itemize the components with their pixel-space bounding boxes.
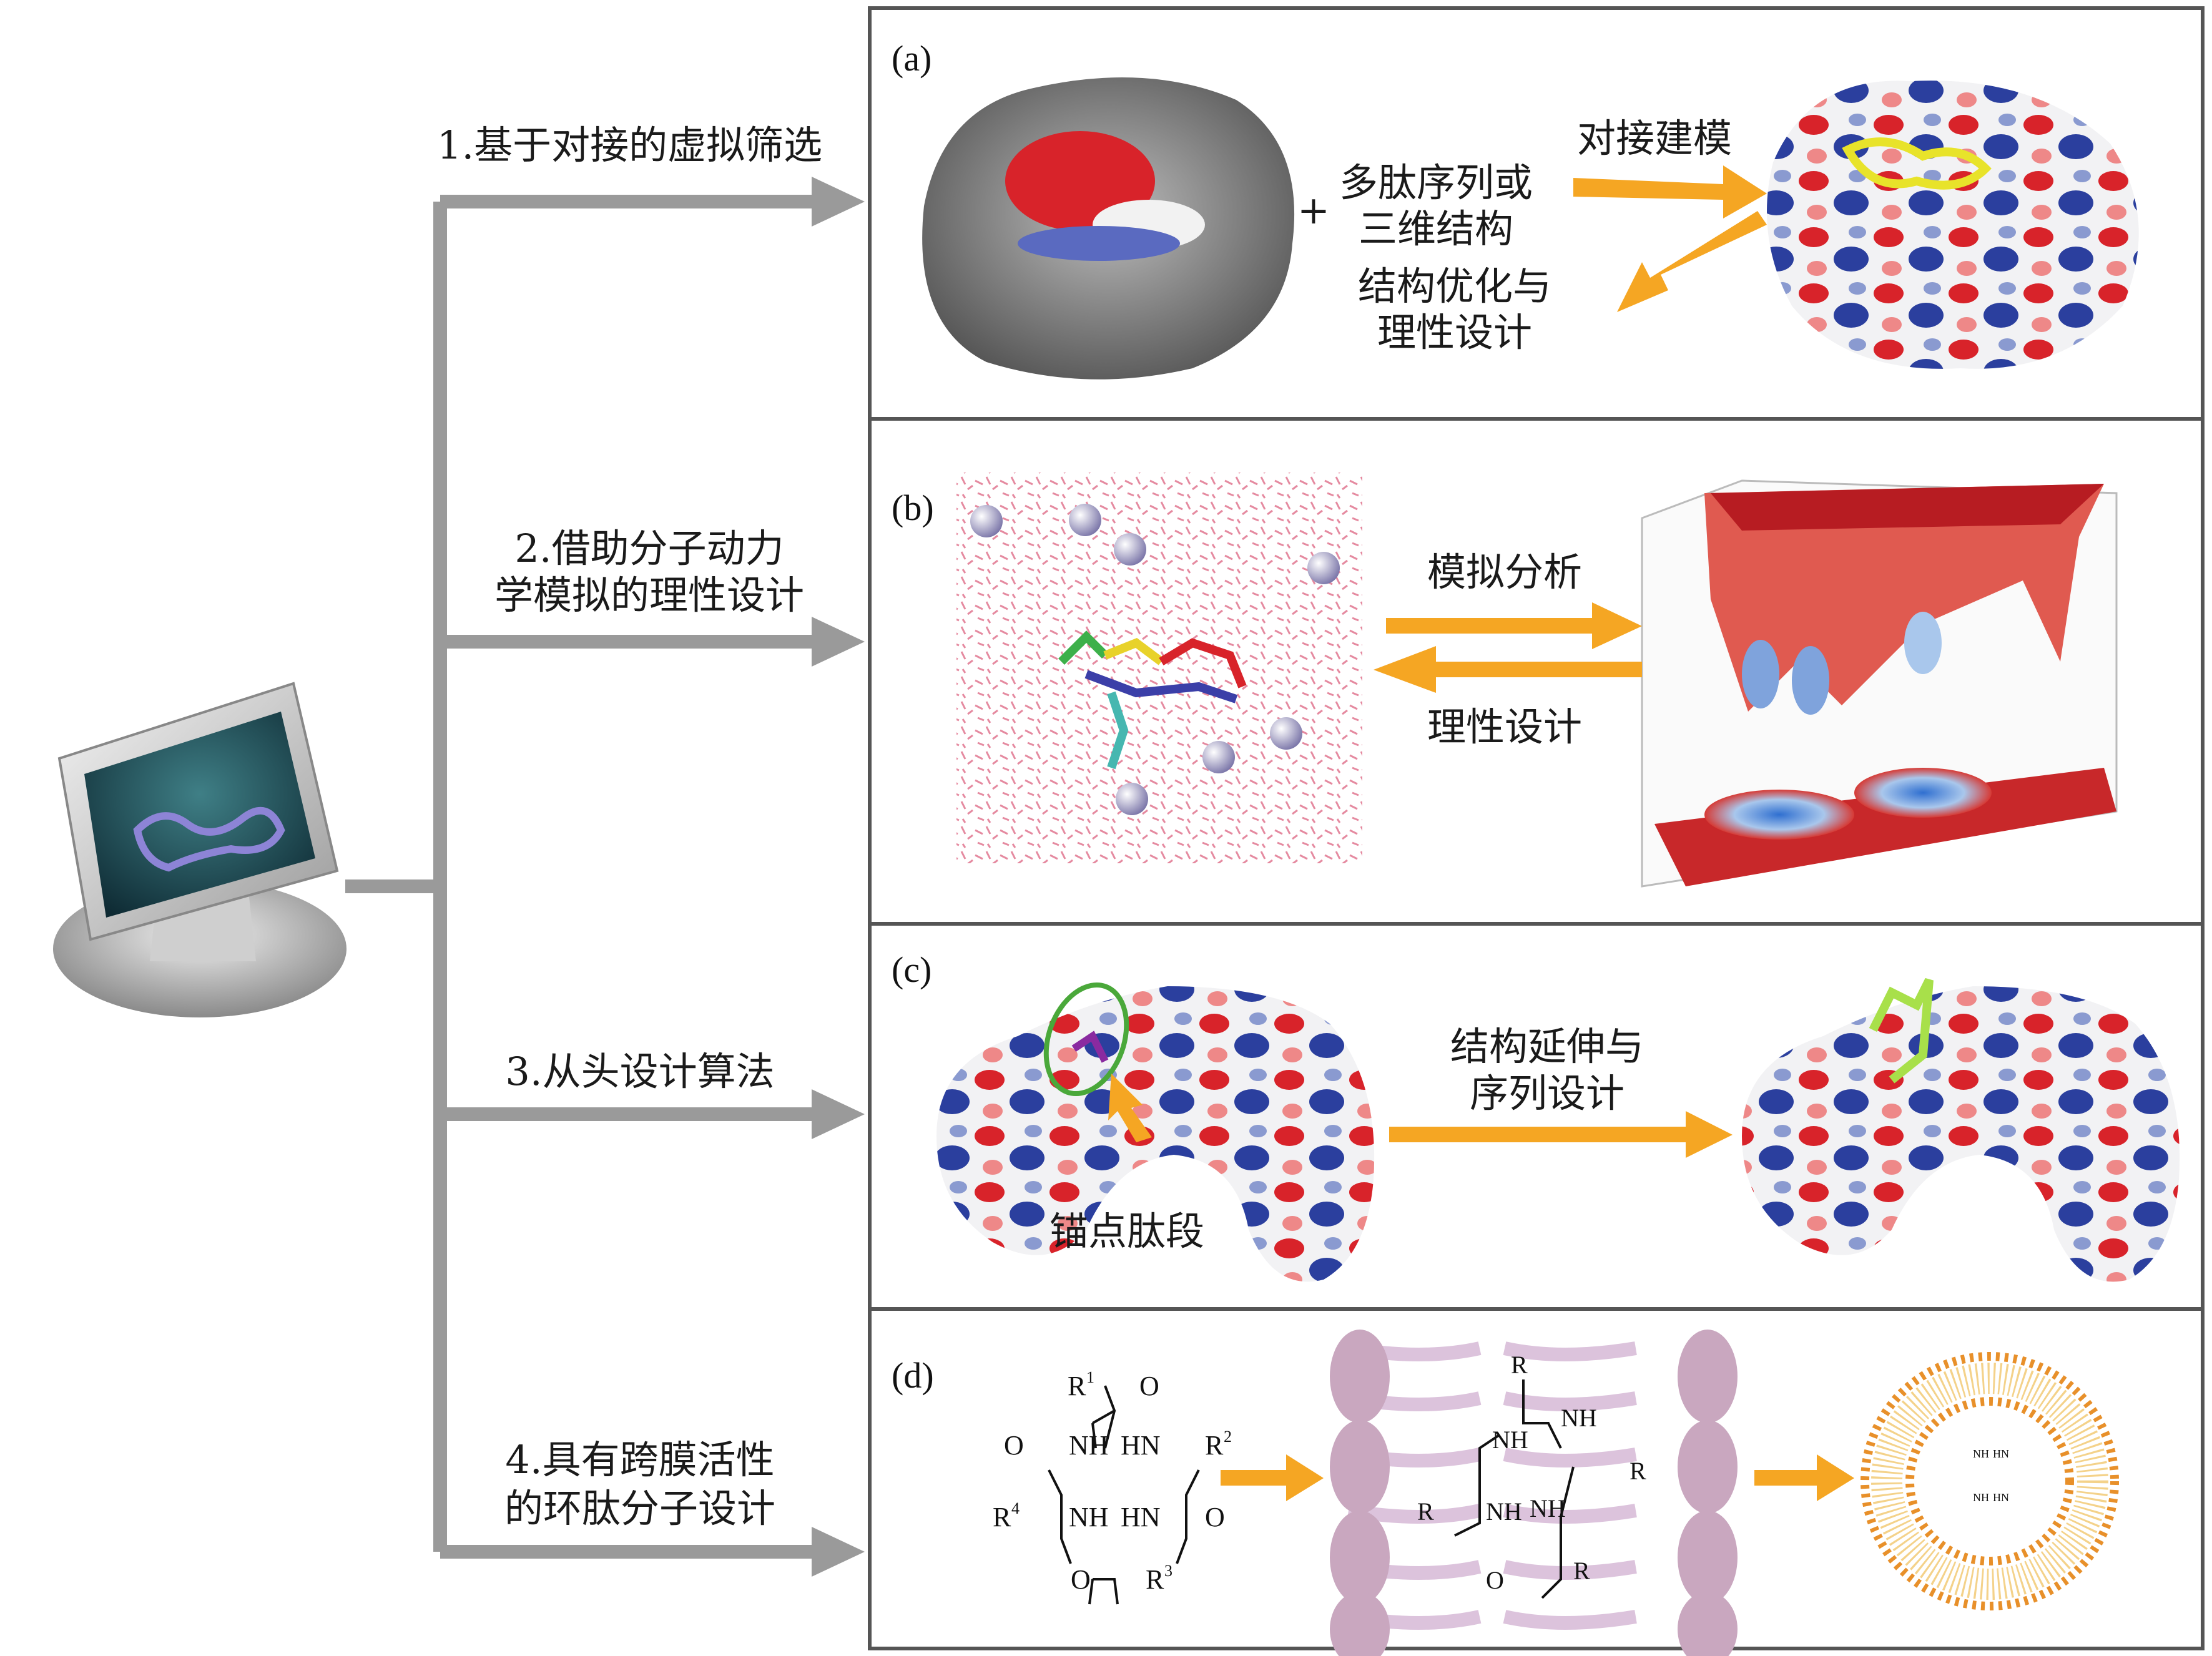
- panel-c-tag: (c): [892, 949, 932, 990]
- peptide-sticks: [1058, 630, 1247, 770]
- lipid-bilayer: R NH NH R R NH NH O R: [1330, 1330, 1738, 1656]
- plus-sign: +: [1297, 187, 1330, 233]
- branch-label-md-line1: 2.借助分子动力: [514, 526, 784, 571]
- computer-monitor-icon: [53, 682, 347, 1017]
- hn-label: HN: [1993, 1448, 2009, 1460]
- nh-label: NH: [1492, 1426, 1528, 1454]
- input-label-line1: 多肽序列或: [1339, 160, 1533, 205]
- hn-label: HN: [1993, 1491, 2009, 1504]
- r2-label: R: [1205, 1430, 1224, 1461]
- optimization-label-line2: 理性设计: [1377, 310, 1533, 355]
- anchor-pointer-arrow: [1108, 1074, 1152, 1142]
- r1-label: R: [1511, 1351, 1528, 1379]
- nh-label: NH: [1530, 1494, 1566, 1522]
- r1-label: R: [1068, 1371, 1086, 1401]
- r4-sup: 4: [1011, 1499, 1020, 1517]
- r4-label: R: [993, 1502, 1011, 1532]
- o-label: O: [1486, 1566, 1504, 1594]
- o-label: O: [1205, 1502, 1225, 1532]
- panel-a-tag: (a): [892, 38, 932, 79]
- branch-label-docking: 1.基于对接的虚拟筛选: [437, 122, 823, 168]
- branch-connectors: [345, 195, 818, 1559]
- panel-frames: [868, 6, 2205, 1650]
- optimization-label-line1: 结构优化与: [1357, 263, 1552, 309]
- nh-label: NH: [1069, 1430, 1109, 1461]
- o-label: O: [1071, 1564, 1091, 1595]
- liposome-vesicle: NH HN NH HN: [1861, 1352, 2119, 1610]
- input-label-line2: 三维结构: [1358, 206, 1514, 252]
- r2-sup: 2: [1224, 1428, 1232, 1446]
- r4-label: R: [1417, 1497, 1434, 1526]
- r3-label: R: [1146, 1564, 1164, 1595]
- rational-design-label: 理性设计: [1427, 704, 1583, 750]
- branch-label-cyclic-line1: 4.具有跨膜活性: [505, 1437, 775, 1482]
- hn-label: HN: [1121, 1430, 1161, 1461]
- nh-label: NH: [1973, 1491, 1989, 1504]
- nh-label: NH: [1069, 1502, 1109, 1532]
- o-label: O: [1004, 1430, 1024, 1461]
- panel-a-arrows: [1573, 165, 1767, 312]
- panel-a-receptor-surface: [922, 77, 1295, 380]
- branch-label-denovo: 3.从头设计算法: [505, 1049, 775, 1094]
- o-label: O: [1139, 1371, 1159, 1401]
- r1-sup: 1: [1086, 1368, 1094, 1386]
- ions: [970, 504, 1340, 815]
- cyclic-peptide-structure: [1048, 1385, 1200, 1605]
- anchor-peptide-label: 锚点肽段: [1049, 1208, 1205, 1254]
- cyclic-peptide-labels: R 1 O O NH HN R 2 R 4 NH HN O O R 3: [993, 1368, 1232, 1595]
- docking-modeling-label: 对接建模: [1576, 115, 1733, 161]
- panel-a-complex-surface: [1767, 81, 2139, 369]
- r2-label: R: [1630, 1457, 1646, 1485]
- nh-label: NH: [1486, 1497, 1522, 1526]
- free-energy-landscape: [1641, 479, 2118, 888]
- branch-label-md-line2: 学模拟的理性设计: [494, 572, 805, 618]
- panel-c-protein-left: [936, 982, 1375, 1282]
- branch-arrowheads: [812, 177, 865, 1577]
- panel-d-tag: (d): [892, 1355, 934, 1396]
- nh-label: NH: [1561, 1404, 1597, 1432]
- panel-b-tag: (b): [892, 487, 934, 528]
- panel-d-arrows: [1221, 1454, 1854, 1501]
- r3-sup: 3: [1164, 1562, 1172, 1580]
- simulation-analysis-label: 模拟分析: [1427, 549, 1583, 595]
- panel-b-arrows: [1374, 602, 1642, 693]
- water-box: [956, 473, 1362, 863]
- panel-c-arrow: [1389, 1111, 1733, 1158]
- panel-c-protein-right: [1742, 977, 2180, 1282]
- branch-label-cyclic-line2: 的环肽分子设计: [504, 1486, 776, 1531]
- nh-label: NH: [1973, 1448, 1989, 1460]
- extension-label-line1: 结构延伸与: [1450, 1024, 1644, 1069]
- extension-label-line2: 序列设计: [1469, 1071, 1625, 1116]
- hn-label: HN: [1121, 1502, 1161, 1532]
- r3-label: R: [1573, 1557, 1590, 1585]
